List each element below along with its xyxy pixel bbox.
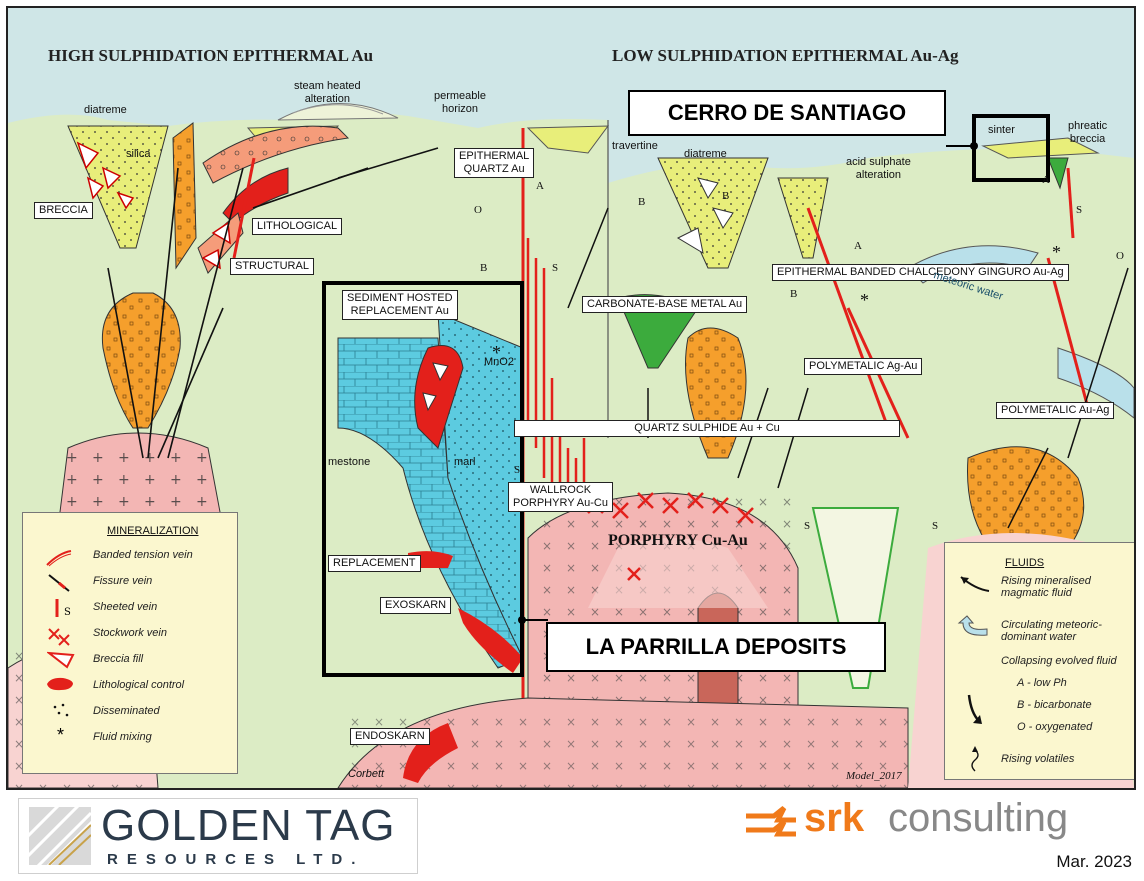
label-permeable-horizon: permeable horizon <box>434 90 486 115</box>
fluid-letter: A <box>854 240 862 252</box>
label-carbonate-base-metal: CARBONATE-BASE METAL Au <box>582 296 748 313</box>
label-lithological: LITHOLOGICAL <box>252 218 343 235</box>
fluid-letter: S <box>552 262 559 274</box>
fluid-letter: O <box>1116 250 1124 262</box>
geology-diagram: + × <box>6 6 1136 790</box>
label-breccia: BRECCIA <box>34 202 93 219</box>
legend-item-label: A - low Ph <box>1017 677 1067 689</box>
label-polymetalic-agau: POLYMETALIC Ag-Au <box>804 358 923 375</box>
legend-item-label: Disseminated <box>93 705 160 717</box>
fluid-mixing-mark: * <box>860 290 869 310</box>
banded-vein-icon <box>46 550 72 567</box>
legend-fluids-title: FLUIDS <box>1005 557 1045 569</box>
golden-tag-logo: GOLDEN TAG RESOURCES LTD. <box>18 798 418 874</box>
label-replacement: REPLACEMENT <box>328 555 421 572</box>
label-polymetalic-auag: POLYMETALIC Au-Ag <box>996 402 1115 419</box>
legend-item-label: Collapsing evolved fluid <box>1001 655 1117 667</box>
sheeted-vein-icon: S <box>55 599 71 618</box>
label-mestone: mestone <box>328 456 371 468</box>
fluid-mixing-mark: * <box>492 342 501 362</box>
fluid-letter: A <box>536 180 544 192</box>
svg-text:S: S <box>64 607 71 618</box>
fluid-letter: B <box>638 196 646 208</box>
fluid-letter: B <box>790 288 798 300</box>
label-epithermal-quartz: EPITHERMAL QUARTZ Au <box>454 148 535 178</box>
legend-item-label: Rising volatiles <box>1001 753 1075 765</box>
meteoric-water-icon <box>957 615 988 636</box>
legend-item-label: Banded tension vein <box>93 549 193 561</box>
legend-item-label: Fissure vein <box>93 575 153 587</box>
callout-la-parrilla: LA PARRILLA DEPOSITS <box>546 622 886 672</box>
collapsing-arrow-icon <box>967 694 982 724</box>
fissure-vein-icon <box>48 574 70 592</box>
stockwork-icon <box>48 628 70 646</box>
legend-item-label: Circulating meteoric- dominant water <box>1001 619 1102 643</box>
heading-high-sulphidation: HIGH SULPHIDATION EPITHERMAL Au <box>48 46 374 65</box>
label-porphyry-cu-au: PORPHYRY Cu-Au <box>608 532 748 549</box>
fluid-letter: A <box>1042 174 1050 186</box>
fluid-letter: S <box>932 520 939 532</box>
label-endoskarn: ENDOSKARN <box>350 728 430 745</box>
legend-mineralization: MINERALIZATION Banded tension vein Fissu… <box>22 512 238 774</box>
rising-volatiles-icon <box>971 746 979 772</box>
rising-fluid-icon <box>960 576 990 592</box>
srk-consulting-logo: srk consulting <box>744 796 1144 846</box>
heading-low-sulphidation: LOW SULPHIDATION EPITHERMAL Au-Ag <box>612 46 959 65</box>
label-mno2: MnO2 <box>484 356 514 368</box>
legend-item-label: Lithological control <box>93 679 185 691</box>
company-subtitle: RESOURCES LTD. <box>107 851 365 868</box>
label-wallrock-porphyry: WALLROCK PORPHYRY Au-Cu <box>508 482 613 512</box>
callout-cerro-de-santiago: CERRO DE SANTIAGO <box>628 90 946 136</box>
legend-item-label: O - oxygenated <box>1017 721 1093 733</box>
lithological-icon <box>47 677 73 691</box>
label-quartz-sulphide: QUARTZ SULPHIDE Au + Cu <box>514 420 900 437</box>
legend-fluids: FLUIDS Rising mineralised magmatic fluid… <box>944 542 1134 780</box>
legend-item-label: Breccia fill <box>93 653 144 665</box>
fluid-letter: S <box>804 520 811 532</box>
label-marl: marl <box>454 456 476 468</box>
label-steam-heated: steam heated alteration <box>294 80 361 105</box>
fluid-mixing-mark: * <box>1052 242 1061 262</box>
label-corbett: Corbett <box>348 768 385 780</box>
breccia-fill-icon <box>47 651 75 669</box>
fluid-letter: B <box>722 190 730 202</box>
label-model-2017: Model_2017 <box>846 770 902 782</box>
label-structural: STRUCTURAL <box>230 258 314 275</box>
label-sediment-hosted: SEDIMENT HOSTED REPLACEMENT Au <box>342 290 458 320</box>
fluid-letter: B <box>480 262 488 274</box>
fluid-mixing-icon: * <box>57 725 65 745</box>
label-sinter: sinter <box>988 124 1015 136</box>
label-phreatic-breccia: phreatic breccia <box>1068 120 1108 145</box>
report-date: Mar. 2023 <box>1056 852 1132 871</box>
legend-item-label: Rising mineralised magmatic fluid <box>1001 575 1091 599</box>
golden-tag-emblem-icon <box>29 807 91 865</box>
legend-item-label: Fluid mixing <box>93 731 152 743</box>
label-diatreme-right: diatreme <box>684 148 727 160</box>
fluid-letter: O <box>474 204 482 216</box>
legend-item-label: B - bicarbonate <box>1017 699 1092 711</box>
diagram-graphics: + × <box>8 8 1134 788</box>
fluid-letter: S <box>1076 204 1083 216</box>
disseminated-icon <box>53 703 69 717</box>
srk-wordmark: srk <box>804 796 865 840</box>
label-diatreme-left: diatreme <box>84 104 127 116</box>
label-silica: silica <box>126 148 151 160</box>
label-exoskarn: EXOSKARN <box>380 597 452 614</box>
label-acid-sulphate: acid sulphate alteration <box>846 156 911 181</box>
legend-mineralization-title: MINERALIZATION <box>107 525 199 537</box>
label-epithermal-banded-chalcedony: EPITHERMAL BANDED CHALCEDONY GINGURO Au-… <box>772 264 1069 281</box>
srk-arrow-icon <box>746 806 796 837</box>
fluid-letter: S <box>514 464 521 476</box>
legend-item-label: Stockwork vein <box>93 627 167 639</box>
legend-item-label: Sheeted vein <box>93 601 158 613</box>
consulting-wordmark: consulting <box>888 796 1069 840</box>
label-travertine: travertine <box>612 140 658 152</box>
company-name: GOLDEN TAG <box>101 801 396 850</box>
